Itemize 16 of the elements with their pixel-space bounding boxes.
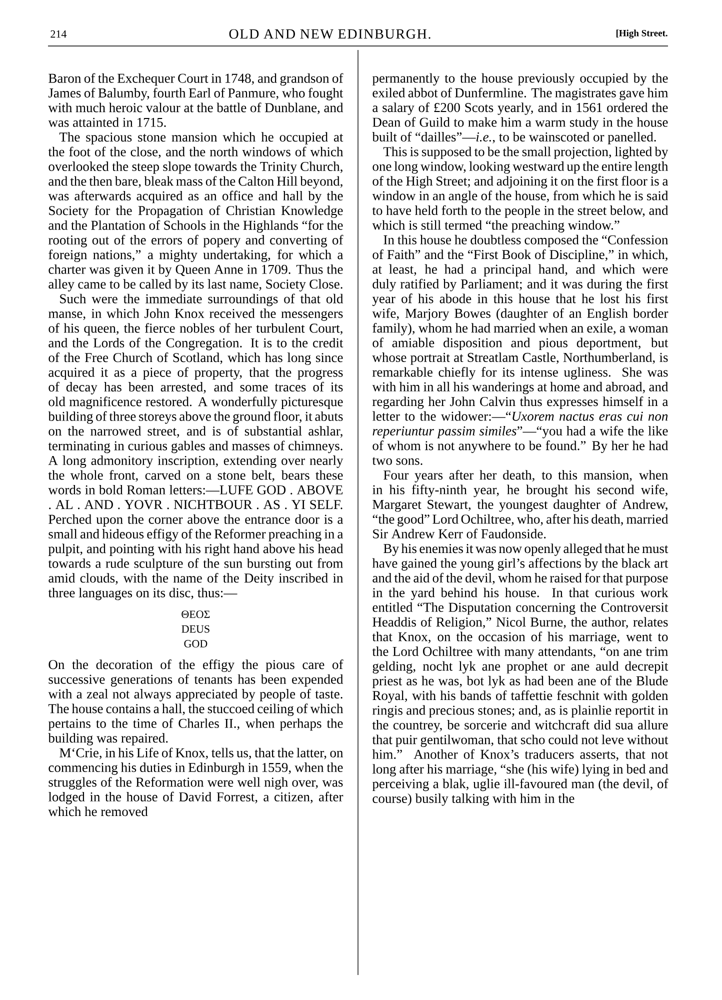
paragraph: M‘Crie, in his Life of Knox, tells us, that the latter, on commencing his duties in Edinburgh in 1559, when the struggles of the Reformation were well nigh over, was lodged in the house of David Forrest, a citizen, after which he removed — [48, 748, 344, 816]
paragraph: This is supposed to be the small projection, lighted by one long window, looking westward up the entire length of the High Street; and adjoining it on the first floor is a window in an angle of the house, from which he is said to have held forth to the people in the street below, and which is still termed “the preaching window.” — [372, 146, 668, 232]
paragraph: By his enemies it was now openly alleged that he must have gained the young girl’s affections by the black art and the aid of the devil, whom he raised for that purpose in the yard behind his house. In that curious work entitled “The Disputation concerning the Controversit Headdis of Religion,” Nicol Burne, the author, relates that Knox, on the occasion of his marriage, went to the Lord Ochiltree with many attendants, “on ane trim gelding, nocht lyk ane prophet or ane auld decrepit priest as he was, bot lyk as had been ane of the Blude Royal, with his bands of taffettie feschnit with golden ringis and precious stones; and, as is plainlie reportit in the countrey, be sorcerie and witchcraft did sua allure that puir gentilwoman, that scho could not leve without him.” Another of Knox’s traducers asserts, that not long after his marriage, “she (his wife) lying in bed and perceiving a blak, uglie ill-favoured man (the devil, of course) busily talking with him in the — [372, 544, 668, 806]
inscription-line: ΘΕΟΣ — [182, 610, 210, 618]
paragraph: Four years after her death, to this mansion, when in his fifty-ninth year, he brought his second wife, Margaret Stewart, the youngest daughter of Andrew, “the good” Lord Ochiltree, who, after his death, married Sir Andrew Kerr of Faudonside. — [372, 470, 668, 538]
page-number: 214 — [50, 30, 67, 38]
paragraph: Baron of the Exchequer Court in 1748, and grandson of James of Balumby, fourth Earl of Panmure, who fought with much heroic valour at the battle of Dunblane, and was attainted in 1715. — [48, 73, 344, 127]
paragraph: Such were the immediate surroundings of that old manse, in which John Knox received the messengers of his queen, the fierce nobles of her turbulent Court, and the Lords of the Congregation. It is to the credit of the Free Church of Scotland, which has long since acquired it as a piece of property, that the progress of decay has been arrested, and some traces of its old magnificence restored. A wonderfully picturesque building of three storeys above the ground floor, it abuts on the narrowed street, and is of substantial ashlar, terminating in curious gables and masses of chimneys. A long admonitory inscription, extending over nearly the whole front, carved on a stone belt, bears these words in bold Roman letters:—LUFE GOD . ABOVE . AL . AND . YOVR . NICHTBOUR . AS . YI SELF. Perched upon the corner above the entrance door is a small and hideous effigy of the Reformer preaching in a pulpit, and pointing with his right hand above his head towards a rude sculpture of the sun bursting out from amid clouds, with the name of the Deity inscribed in three languages on its disc, thus:— — [48, 294, 344, 600]
inscription-line: DEUS — [182, 625, 210, 633]
section-header: [High Street. — [616, 30, 668, 38]
paragraph: permanently to the house previously occupied by the exiled abbot of Dunfermline. The magistrates gave him a salary of £200 Scots yearly, and in 1561 ordered the Dean of Guild to make him a warm study in the house built of “dailles”—i.e., to be wainscoted or panelled. — [372, 73, 668, 144]
inscription-line: GOD — [184, 640, 208, 648]
paragraph: On the decoration of the effigy the pious care of successive generations of tenants has been expended with a zeal not always appreciated by people of taste. The house contains a hall, the stuccoed ceiling of which pertains to the time of Charles II., when perhaps the building was repaired. — [48, 660, 344, 746]
paragraph: The spacious stone mansion which he occupied at the foot of the close, and the north windows of which overlooked the steep slope towards the Trinity Church, and the then bare, bleak mass of the Calton Hill beyond, was afterwards acquired as an office and hall by the Society for the Propagation of Christian Knowledge and the Plantation of Schools in the Highlands “for the rooting out of the errors of popery and converting of foreign nations,” a mighty undertaking, for which a charter was given it by Queen Anne in 1709. Thus the alley came to be called by its last name, Society Close. — [48, 132, 344, 292]
paragraph: In this house he doubtless composed the “Confession of Faith” and the “First Book of Discipline,” in which, at least, he had a principal hand, and which were duly ratified by Parliament; and it was during the first year of his abode in this house that he lost his first wife, Marjory Bowes (daughter of an English border family), whom he had married when an exile, a woman of amiable disposition and pious deportment, but whose portrait at Streatlam Castle, Northumberland, is remarkable chiefly for its intense ugliness. She was with him in all his wanderings at home and abroad, and regarding her John Calvin thus expresses himself in a letter to the widower:—“Uxorem nactus eras cui non reperiuntur passim similes”—“you had a wife the like of whom is not anywhere to be found.” By her he had two sons. — [372, 234, 668, 465]
running-title: OLD AND NEW EDINBURGH. — [229, 29, 430, 39]
